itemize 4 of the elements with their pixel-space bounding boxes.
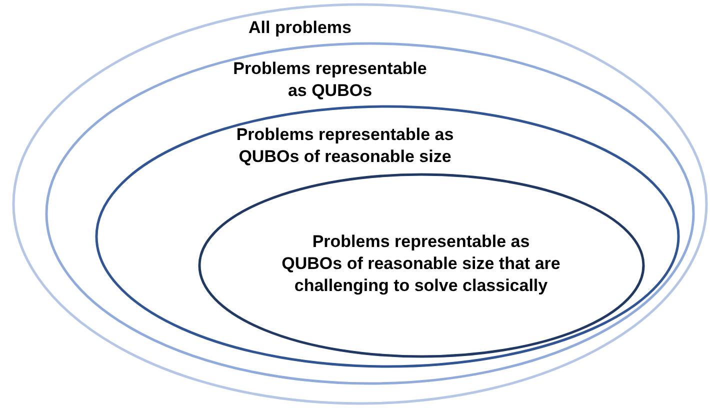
set-label: All problems [248,17,352,39]
set-label: Problems representable as QUBOs of reasonable size that are challenging to solve classically [280,231,562,297]
set-label: Problems representable as QUBOs of reasonable size [235,124,455,168]
set-label: Problems representable as QUBOs [232,58,428,102]
